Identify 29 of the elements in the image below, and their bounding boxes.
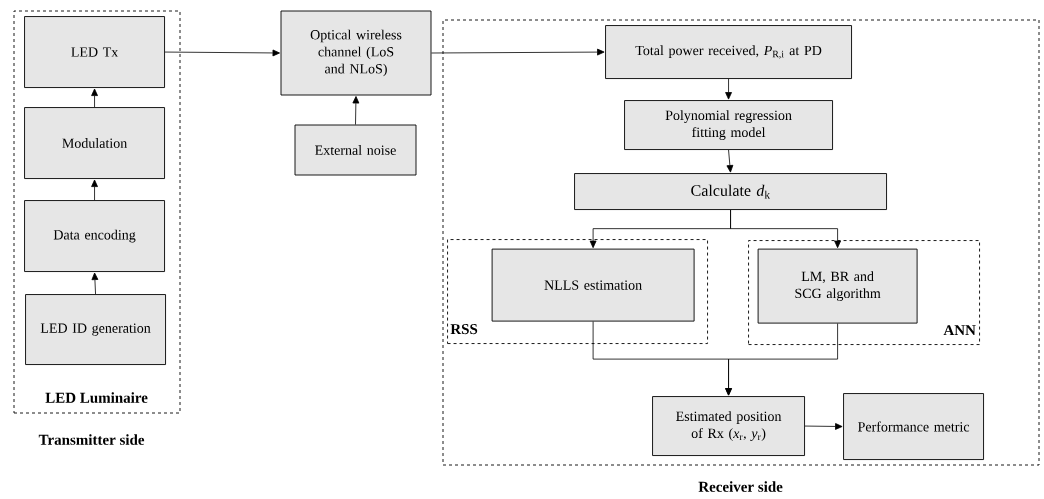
arrow (352, 96, 360, 125)
arrow (725, 323, 838, 396)
process-box: Total power received, P$_{R,i}$ at PD (605, 25, 852, 79)
section-label: Transmitter side (38, 434, 145, 445)
arrow (804, 423, 843, 430)
process-box: Calculate d$_{k}$ (574, 173, 887, 210)
arrow (91, 272, 99, 295)
group-label: ANN (943, 325, 976, 336)
arrow (164, 49, 280, 57)
process-box: Polynomial regression fitting model (624, 100, 833, 150)
arrow (730, 209, 841, 249)
arrow (91, 88, 98, 108)
group-label: RSS (450, 324, 478, 335)
section-label: Receiver side (698, 481, 783, 492)
process-box: LED Tx (24, 16, 165, 88)
group-label: LED Luminaire (45, 392, 148, 403)
process-box: Estimated position of Rx (x$_{r}$, y$_{r}$) (652, 396, 805, 456)
arrow (726, 149, 734, 173)
process-box: NLLS estimation (491, 248, 695, 322)
arrow (431, 48, 605, 56)
process-box: External noise (294, 124, 417, 176)
process-box: Modulation (24, 107, 165, 179)
process-box: LED ID generation (25, 294, 166, 365)
arrow (91, 179, 98, 201)
process-box: Data encoding (24, 200, 165, 272)
process-box: Performance metric (843, 393, 984, 460)
process-box: LM, BR and SCG algorithm (757, 248, 918, 324)
process-box: Optical wireless channel (LoS and NLoS) (280, 10, 432, 96)
arrow (725, 78, 732, 100)
